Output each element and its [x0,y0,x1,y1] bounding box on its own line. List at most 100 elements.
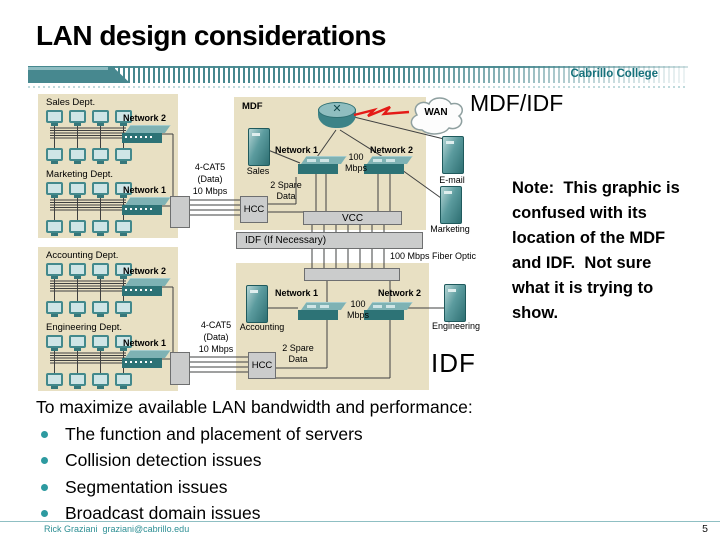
switch-icon [122,358,162,368]
pc-row [46,110,132,126]
switch-icon [298,305,338,320]
pc-row [46,263,132,279]
server-icon-accounting [246,285,268,323]
switch-label: Network 1 [275,288,319,298]
pc-icon [92,110,109,126]
fiber-optic-label: 100 Mbps Fiber Optic [390,251,477,261]
footer-credit: Rick Graziani graziani@cabrillo.edu [44,524,190,534]
uplink-label-top: 4-CAT5 (Data) 10 Mbps [192,162,228,196]
router-icon: ✕ [318,102,356,130]
pc-row [46,220,132,236]
page-title: LAN design considerations [36,20,387,51]
pc-icon [115,220,132,236]
pc-row [46,335,132,351]
speed-label: 100 Mbps [344,152,367,173]
mdf-idf-annotation: MDF/IDF [470,90,564,116]
pc-icon [92,301,109,317]
switch-label: Network 2 [378,288,422,298]
pc-icon [46,220,63,236]
pc-icon [69,335,86,351]
pc-icon [46,110,63,126]
lightning-wan-link-icon [353,105,410,118]
switch-icon [122,133,162,143]
server-label-engineering: Engineering [431,321,481,331]
pc-icon [69,301,86,317]
pc-icon [92,335,109,351]
pc-icon [69,220,86,236]
ribbon-fade [28,66,688,83]
pc-icon [46,335,63,351]
server-label-sales: Sales [246,166,270,176]
switch-label: Network 2 [122,113,166,123]
page-number: 5 [702,523,708,535]
hcc-box: HCC [240,196,268,223]
dept-label-marketing: Marketing Dept. [46,169,114,180]
ribbon-capline [112,66,688,68]
pc-icon [115,373,132,389]
pc-icon [115,110,132,126]
brand-text: Cabrillo College [570,68,658,80]
ribbon-echo-line [28,86,688,88]
switch-label: Network 1 [122,185,166,195]
switch-label: Network 2 [122,266,166,276]
riser-connector-box [170,352,190,385]
bullet-dot-icon [41,430,48,438]
bullet-dot-icon [41,457,48,464]
pc-icon [46,148,63,164]
pc-icon [92,220,109,236]
switch-icon [298,159,338,174]
bullet-text: Broadcast domain issues [65,503,261,523]
bullet-text: Collision detection issues [65,450,262,470]
bullet-dot-icon [41,483,48,491]
speed-label: 100 Mbps [346,299,369,320]
note-text: Note: This graphic is confused with its … [512,179,680,322]
pc-icon [46,301,63,317]
pc-icon [115,182,132,198]
wan-label: WAN [424,107,448,118]
list-item: Segmentation issues [36,474,706,501]
pc-icon [92,373,109,389]
dept-label-sales: Sales Dept. [46,97,96,108]
switch-icon [364,159,404,174]
mdf-panel-label: MDF [242,101,263,112]
list-item: The function and placement of servers [36,421,706,448]
server-label-accounting: Accounting [239,322,285,332]
pc-row [46,182,132,198]
pc-icon [69,373,86,389]
list-item: Broadcast domain issues [36,500,706,527]
pc-icon [92,182,109,198]
server-label-marketing: Marketing [430,224,470,234]
switch-label: Network 2 [370,145,414,155]
pc-icon [69,110,86,126]
pc-icon [92,263,109,279]
pc-icon [69,263,86,279]
idf-annotation: IDF [431,348,476,378]
pc-row [46,373,132,389]
dept-label-accounting: Accounting Dept. [46,250,119,261]
pc-icon [69,182,86,198]
server-icon-marketing [440,186,462,224]
footer-rule [0,521,720,522]
spare-data-label: 2 Spare Data [282,343,314,364]
switch-label: Network 1 [122,338,166,348]
switch-icon [122,286,162,296]
pc-icon [115,263,132,279]
switch-label: Network 1 [275,145,319,155]
vcc-box: VCC [303,211,402,225]
dept-label-engineering: Engineering Dept. [46,322,123,333]
bullet-list: To maximize available LAN bandwidth and … [36,394,706,527]
uplink-label-bottom: 4-CAT5 (Data) 10 Mbps [198,320,234,354]
switch-icon [122,205,162,215]
pc-icon [69,148,86,164]
header-ribbon [28,66,688,83]
server-icon-engineering [444,284,466,322]
switch-icon [364,305,404,320]
hcc-box: HCC [248,352,276,379]
ribbon-solid-block [28,66,130,83]
list-item: Collision detection issues [36,447,706,474]
bullet-text: Segmentation issues [65,476,228,497]
idf-if-necessary-bar: IDF (If Necessary) [236,232,423,249]
pc-icon [115,301,132,317]
bullet-dot-icon [41,510,48,517]
